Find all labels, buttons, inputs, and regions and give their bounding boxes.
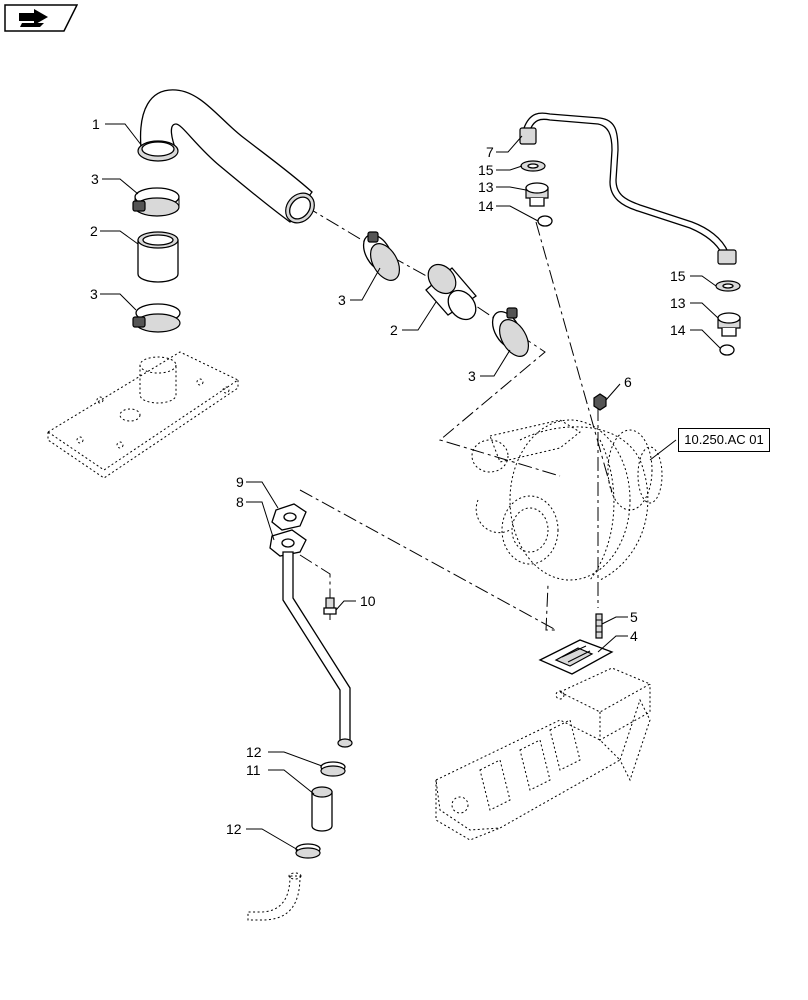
callout-12: 12 xyxy=(226,821,242,837)
nav-badge[interactable] xyxy=(4,4,78,32)
part-3-clamp-lower-left xyxy=(132,303,181,333)
callout-3: 3 xyxy=(338,292,346,308)
callout-1: 1 xyxy=(92,116,100,132)
part-3-clamp-upper-left xyxy=(132,187,180,217)
callout-10: 10 xyxy=(360,593,376,609)
part-12-clamp-lower xyxy=(295,843,321,859)
part-3-clamp-center-lower xyxy=(491,307,530,357)
callout-15: 15 xyxy=(478,162,494,178)
part-6-nut xyxy=(593,393,607,411)
intake-plate-ghost xyxy=(47,351,240,479)
part-2-hose-sleeve-center xyxy=(425,263,477,321)
callout-11: 11 xyxy=(246,762,261,778)
part-15-washer-upper xyxy=(520,160,546,172)
part-15-washer-right xyxy=(715,280,741,292)
callout-6: 6 xyxy=(624,374,632,390)
leader-lines xyxy=(100,123,721,851)
part-3-clamp-center-upper xyxy=(362,231,401,281)
part-5-stud xyxy=(595,613,603,639)
part-9-gasket xyxy=(271,503,307,531)
callout-3: 3 xyxy=(468,368,476,384)
part-13-fitting-right xyxy=(717,312,741,337)
part-2-hose-sleeve-left xyxy=(137,231,179,283)
oil-feed-line xyxy=(519,112,737,265)
callout-8: 8 xyxy=(236,494,244,510)
reference-link-box[interactable]: 10.250.AC 01 xyxy=(678,428,770,452)
callout-2: 2 xyxy=(390,322,398,338)
drain-hose-ghost xyxy=(247,872,302,921)
turbocharger-ghost xyxy=(471,419,663,581)
part-12-clamp-upper xyxy=(320,761,346,777)
arrow-right-icon xyxy=(19,9,48,27)
callout-13: 13 xyxy=(670,295,686,311)
callout-9: 9 xyxy=(236,474,244,490)
part-10-bolt xyxy=(323,597,337,620)
callout-5: 5 xyxy=(630,609,638,625)
part-8-flange-tube xyxy=(269,529,353,748)
part-13-fitting-upper xyxy=(525,182,549,207)
callout-13: 13 xyxy=(478,179,494,195)
part-11-hose xyxy=(311,786,333,832)
callout-labels: 1 3 2 3 3 2 3 7 15 13 14 15 13 14 6 9 8 … xyxy=(90,116,686,837)
callout-2: 2 xyxy=(90,223,98,239)
callout-14: 14 xyxy=(478,198,494,214)
center-lines xyxy=(299,205,613,631)
callout-12: 12 xyxy=(246,744,262,760)
part-14-oring-right xyxy=(719,344,735,356)
callout-3: 3 xyxy=(91,171,99,187)
callout-7: 7 xyxy=(486,144,494,160)
callout-14: 14 xyxy=(670,322,686,338)
part-14-oring-upper xyxy=(537,215,553,227)
callout-3: 3 xyxy=(90,286,98,302)
part-4-gasket xyxy=(538,639,614,675)
part-1-intake-hose xyxy=(137,89,315,224)
exhaust-manifold-ghost xyxy=(435,667,652,841)
callout-15: 15 xyxy=(670,268,686,284)
callout-4: 4 xyxy=(630,628,638,644)
